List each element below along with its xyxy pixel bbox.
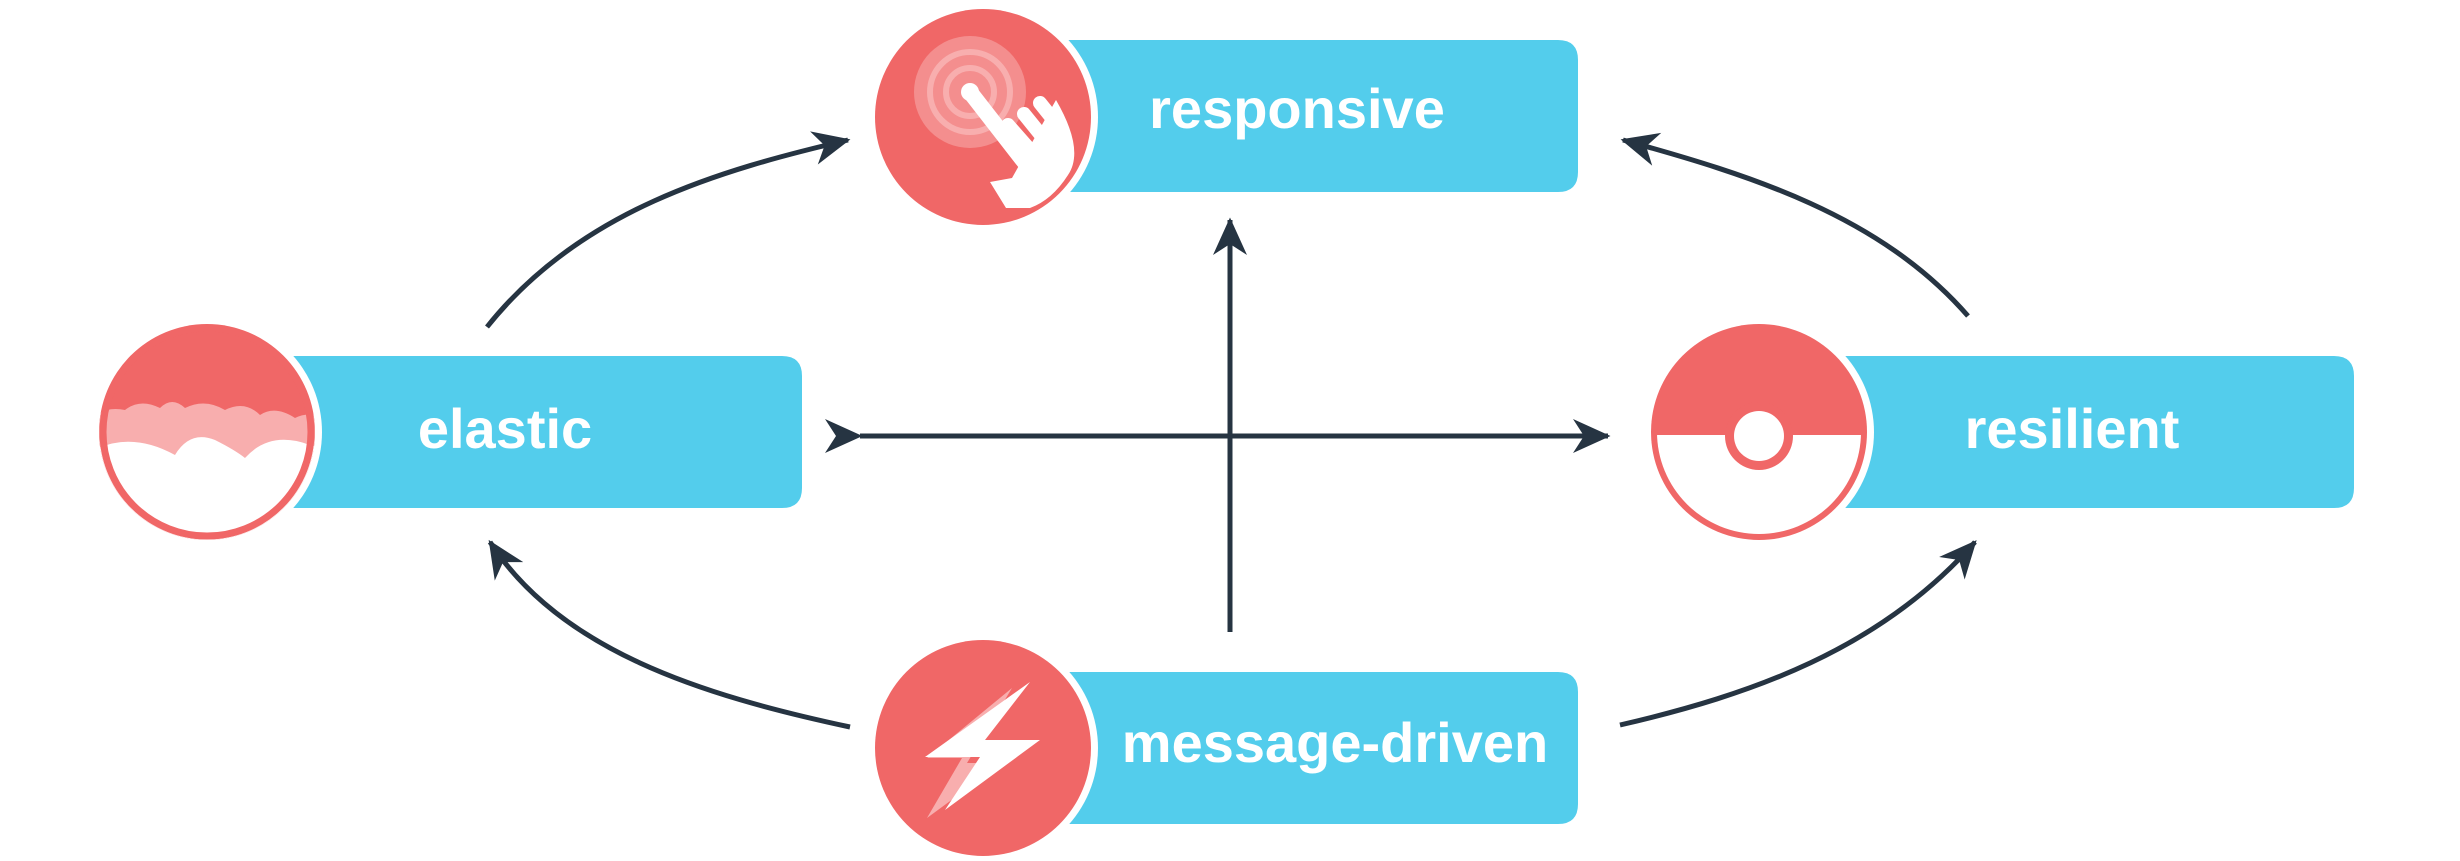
label-box	[1065, 672, 1578, 824]
arrows	[485, 131, 1977, 730]
node-message-driven: message-driven	[868, 633, 1578, 861]
node-label: message-driven	[1122, 711, 1548, 774]
label-box	[1840, 356, 2354, 508]
label-box	[288, 356, 802, 508]
arrow-message-driven-to-elastic	[487, 539, 851, 730]
node-label: resilient	[1965, 397, 2180, 460]
node-label: responsive	[1149, 77, 1445, 140]
arrow-elastic-to-responsive	[485, 131, 851, 329]
node-resilient: resilient	[1644, 317, 2354, 547]
lightning-bolt-icon	[875, 640, 1091, 856]
node-label: elastic	[418, 397, 592, 460]
node-responsive: responsive	[868, 2, 1578, 232]
node-elastic: elastic	[92, 317, 802, 547]
resilient-ball-icon	[1651, 324, 1867, 540]
arrow-message-driven-to-resilient	[1619, 540, 1977, 728]
label-box	[1065, 40, 1578, 192]
tap-hand-icon	[875, 9, 1091, 225]
arrow-resilient-to-responsive	[1620, 132, 1970, 318]
